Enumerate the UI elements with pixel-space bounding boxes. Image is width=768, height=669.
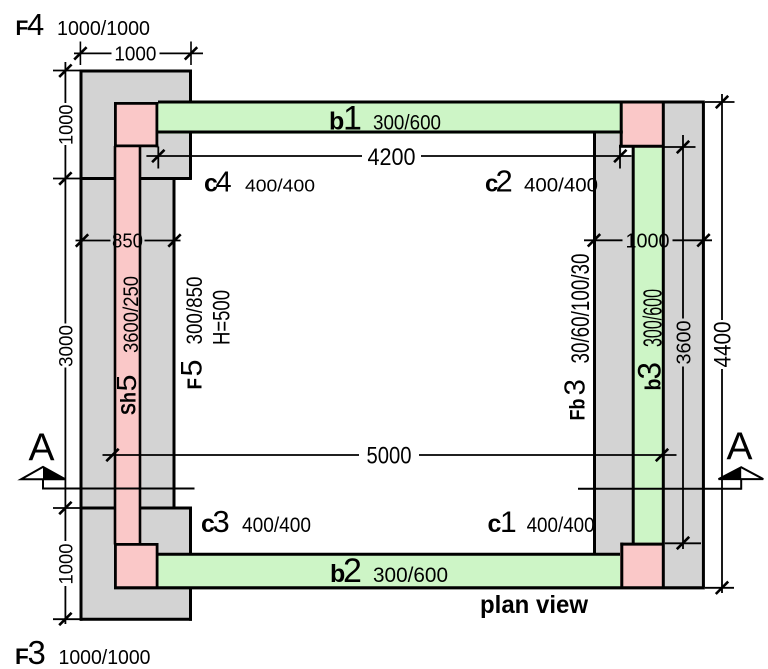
svg-text:1: 1 (500, 506, 517, 539)
svg-text:300/600: 300/600 (373, 564, 448, 587)
svg-text:400/400: 400/400 (527, 514, 595, 537)
svg-text:H=500: H=500 (209, 290, 236, 345)
svg-text:c: c (204, 169, 218, 197)
svg-text:3: 3 (28, 634, 46, 669)
svg-text:2: 2 (496, 164, 513, 199)
svg-text:1000/1000: 1000/1000 (59, 646, 151, 669)
svg-text:2: 2 (343, 552, 362, 590)
svg-text:400/400: 400/400 (524, 176, 598, 197)
svg-text:300/600: 300/600 (373, 111, 441, 134)
svg-text:5: 5 (176, 360, 209, 377)
svg-text:850: 850 (112, 231, 143, 253)
svg-text:F: F (16, 17, 29, 40)
svg-text:A: A (727, 426, 753, 469)
svg-text:F: F (15, 644, 29, 669)
svg-text:1000: 1000 (114, 43, 156, 65)
svg-text:300/850: 300/850 (182, 277, 207, 345)
svg-text:c: c (485, 171, 498, 198)
svg-text:3: 3 (560, 379, 592, 396)
svg-text:3: 3 (632, 362, 668, 380)
svg-text:plan view: plan view (480, 591, 589, 619)
svg-text:3600/250: 3600/250 (119, 276, 143, 353)
svg-text:Sh: Sh (118, 392, 141, 415)
svg-text:c: c (201, 510, 215, 538)
svg-text:b: b (641, 379, 666, 391)
svg-text:400/400: 400/400 (245, 175, 315, 195)
svg-text:A: A (29, 427, 55, 470)
svg-text:5: 5 (111, 375, 142, 392)
svg-text:1000: 1000 (57, 544, 78, 585)
svg-text:b: b (330, 560, 345, 588)
svg-text:3000: 3000 (57, 325, 78, 367)
svg-text:1000: 1000 (626, 231, 670, 253)
svg-text:4: 4 (27, 7, 44, 42)
svg-text:4400: 4400 (710, 322, 737, 368)
svg-text:1000: 1000 (57, 105, 78, 146)
svg-text:1000/1000: 1000/1000 (57, 17, 150, 40)
svg-text:5000: 5000 (367, 443, 412, 470)
svg-text:30/60/100/30: 30/60/100/30 (567, 254, 595, 364)
svg-text:F: F (185, 378, 207, 390)
svg-text:3: 3 (213, 504, 230, 539)
svg-text:b: b (329, 107, 344, 135)
svg-text:c: c (488, 510, 502, 538)
svg-text:1: 1 (343, 99, 362, 137)
svg-text:4200: 4200 (368, 144, 416, 171)
svg-text:3600: 3600 (673, 321, 696, 365)
svg-text:400/400: 400/400 (242, 514, 311, 537)
svg-text:300/600: 300/600 (638, 289, 668, 347)
svg-text:Fb: Fb (567, 399, 590, 421)
svg-text:4: 4 (216, 166, 232, 198)
